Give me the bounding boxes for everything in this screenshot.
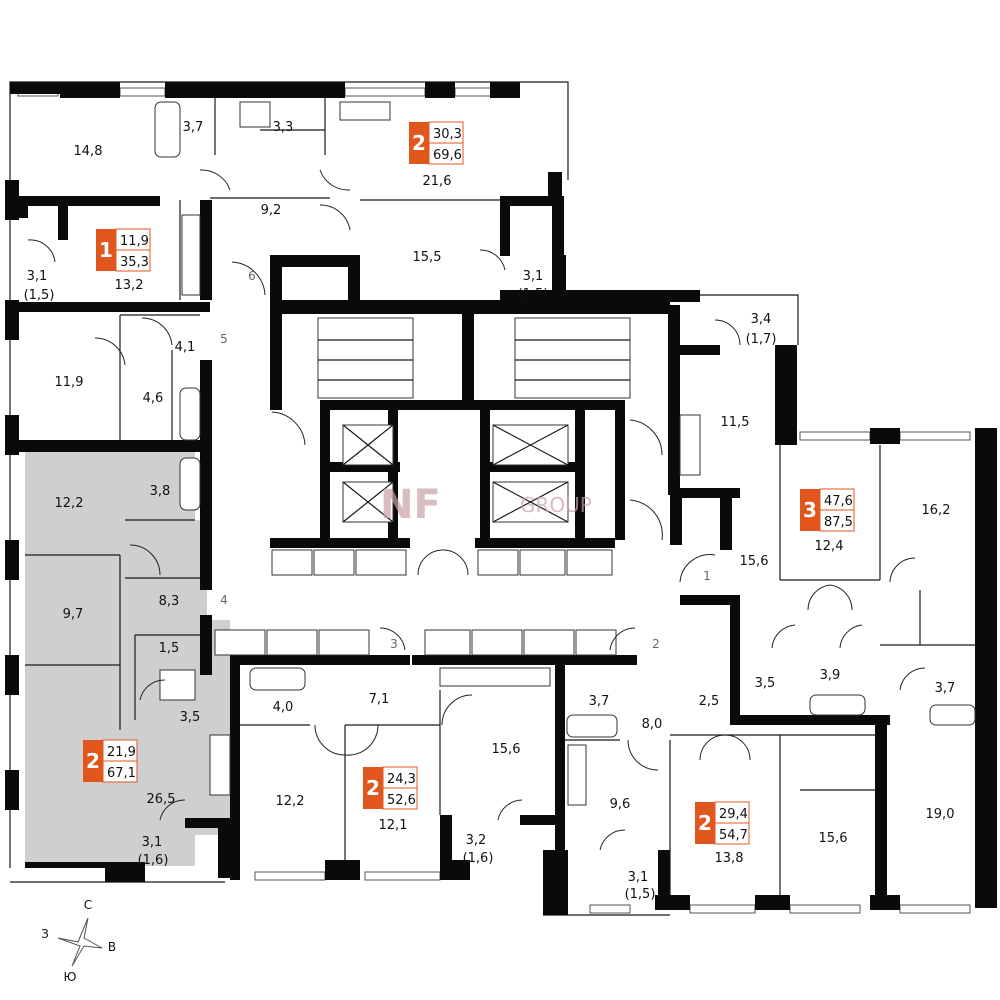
rooms-count: 3: [803, 498, 817, 522]
room-area: (1,7): [746, 332, 777, 347]
compass-east: В: [108, 940, 116, 954]
room-area: 19,0: [926, 807, 955, 822]
room-area: 9,7: [63, 607, 84, 622]
apartment-badge-top: 2 30,3 69,6: [409, 121, 464, 165]
rooms-count: 2: [366, 776, 380, 800]
room-area: 12,1: [379, 818, 408, 833]
compass-west: З: [41, 927, 49, 941]
room-area: 15,6: [819, 831, 848, 846]
room-area: 12,4: [815, 539, 844, 554]
total-area: 54,7: [719, 828, 748, 843]
room-area: 13,2: [115, 278, 144, 293]
room-area: 3,2: [466, 833, 487, 848]
rooms-count: 1: [99, 238, 113, 262]
apartment-badge-bottom-right: 2 29,4 54,7: [695, 801, 750, 845]
room-area: 12,2: [55, 496, 84, 511]
walls: [5, 82, 997, 915]
compass-south: Ю: [64, 970, 77, 984]
living-area: 47,6: [824, 494, 853, 509]
room-area: 8,0: [642, 717, 663, 732]
room-area: 4,0: [273, 700, 294, 715]
room-area: 3,9: [820, 668, 841, 683]
doors: [27, 169, 926, 851]
compass-north: С: [84, 898, 92, 912]
corridor-label: 5: [220, 332, 228, 346]
room-area: 3,4: [751, 312, 772, 327]
elevators: [342, 424, 569, 523]
room-area: 21,6: [423, 174, 452, 189]
room-area: 14,8: [74, 144, 103, 159]
corridor-label: 1: [703, 569, 711, 583]
room-area: 3,7: [935, 681, 956, 696]
compass-rose-icon: [57, 917, 103, 967]
rooms-count: 2: [86, 749, 100, 773]
room-area: 11,5: [721, 415, 750, 430]
living-area: 24,3: [387, 772, 416, 787]
room-area: (1,6): [138, 853, 169, 868]
living-area: 29,4: [719, 807, 748, 822]
room-area: 26,5: [147, 792, 176, 807]
watermark: NF GROUP: [380, 482, 592, 528]
room-area: 16,2: [922, 503, 951, 518]
room-area: 15,6: [740, 554, 769, 569]
apartment-badge-left-top: 1 11,9 35,3: [96, 228, 151, 272]
room-area: 7,1: [369, 692, 390, 707]
room-area: 9,2: [261, 203, 282, 218]
stairs: [317, 317, 631, 399]
room-area: (1,5): [24, 288, 55, 303]
room-area: 9,6: [610, 797, 631, 812]
total-area: 52,6: [387, 793, 416, 808]
room-area: 15,5: [413, 250, 442, 265]
room-area: 3,8: [150, 484, 171, 499]
room-area: 12,2: [276, 794, 305, 809]
room-area: 3,1: [628, 870, 649, 885]
total-area: 69,6: [433, 148, 462, 163]
corridor-label: 3: [390, 637, 398, 651]
apartment-badge-left-bottom: 2 21,9 67,1: [83, 739, 138, 783]
room-area: 4,1: [175, 340, 196, 355]
corridor-labels: 3 2: [390, 637, 660, 651]
living-area: 11,9: [120, 234, 149, 249]
room-area: 2,5: [699, 694, 720, 709]
total-area: 35,3: [120, 255, 149, 270]
compass: С З В Ю: [41, 898, 116, 984]
living-area: 30,3: [433, 127, 462, 142]
room-area: (1,5): [625, 887, 656, 902]
bathroom-fixtures: [154, 101, 976, 806]
watermark-group: GROUP: [520, 493, 592, 517]
total-area: 87,5: [824, 515, 853, 530]
room-area: 3,7: [183, 120, 204, 135]
room-area: 3,1: [142, 835, 163, 850]
room-area: 13,8: [715, 851, 744, 866]
corridor-label: 2: [652, 637, 660, 651]
rooms-count: 2: [698, 811, 712, 835]
watermark-brand: NF: [380, 482, 441, 528]
room-area: 3,5: [755, 676, 776, 691]
room-area: 3,1: [523, 269, 544, 284]
apartment-badge-center: 2 24,3 52,6: [363, 766, 418, 810]
room-area: 15,6: [492, 742, 521, 757]
room-area: 3,3: [273, 120, 294, 135]
room-area: 3,7: [589, 694, 610, 709]
highlighted-apartment: [25, 452, 230, 866]
corridor-label: 6: [248, 269, 256, 283]
corridor-label: 4: [220, 593, 228, 607]
storage-cells: [214, 549, 617, 656]
apartment-badge-right: 3 47,6 87,5: [800, 488, 855, 532]
living-area: 21,9: [107, 745, 136, 760]
room-area: 1,5: [159, 641, 180, 656]
total-area: 67,1: [107, 766, 136, 781]
rooms-count: 2: [412, 131, 426, 155]
room-area: 8,3: [159, 594, 180, 609]
room-area: (1,5): [518, 287, 549, 302]
room-area: (1,6): [463, 851, 494, 866]
room-area: 4,6: [143, 391, 164, 406]
room-area: 3,5: [180, 710, 201, 725]
room-area: 11,9: [55, 375, 84, 390]
room-area-labels: 14,8 3,7 3,3 21,6 9,2 15,5 13,2 6 3,1 (1…: [24, 120, 956, 902]
room-area: 3,1: [27, 269, 48, 284]
partitions: [25, 98, 975, 895]
